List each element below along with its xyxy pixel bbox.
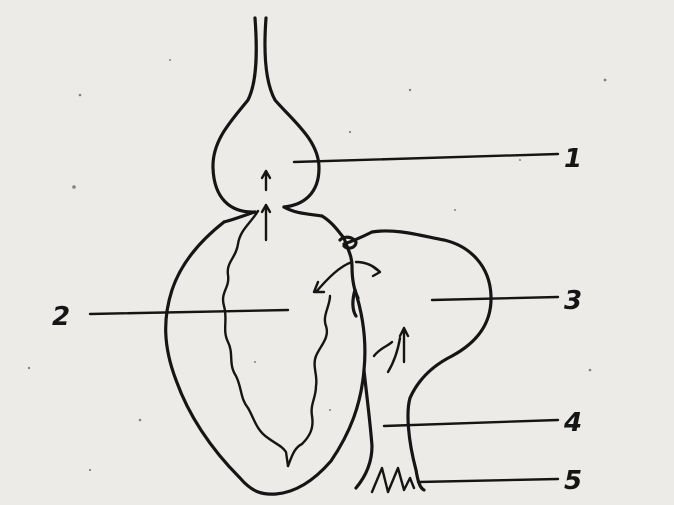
atrium-inner-wall (356, 370, 372, 488)
leader-line-2 (90, 310, 288, 314)
outflow-neck-right (284, 207, 344, 238)
ventricle-inner-wall-left (223, 211, 288, 466)
ventricle (166, 211, 365, 494)
atrium-outer-wall (372, 231, 491, 490)
label-2: 2 (52, 304, 70, 330)
outflow-outline-left (213, 18, 256, 212)
label-4: 4 (564, 410, 582, 436)
label-3: 3 (564, 288, 582, 314)
flow-arrow-outflow-top (262, 171, 270, 190)
flow-arrow-atrium (400, 328, 408, 362)
leader-line-5 (418, 479, 558, 482)
label-5: 5 (564, 468, 582, 494)
flow-arrow-ventricle (314, 262, 352, 292)
leader-line-1 (294, 154, 558, 162)
outflow-chamber (213, 18, 344, 240)
paper-specks (28, 59, 607, 471)
septum-line (353, 290, 356, 316)
leader-line-4 (384, 420, 558, 426)
flow-arrows-inflow (372, 468, 414, 492)
inflow-vein-left (374, 342, 392, 356)
outflow-outline-right (265, 18, 319, 207)
leader-line-3 (432, 297, 558, 300)
flow-arrow-valve (356, 262, 380, 276)
ventricle-inner-wall-right (288, 296, 330, 466)
ventricle-outer-wall (166, 222, 365, 494)
label-1: 1 (564, 146, 582, 172)
flow-arrow-outflow (262, 205, 270, 240)
